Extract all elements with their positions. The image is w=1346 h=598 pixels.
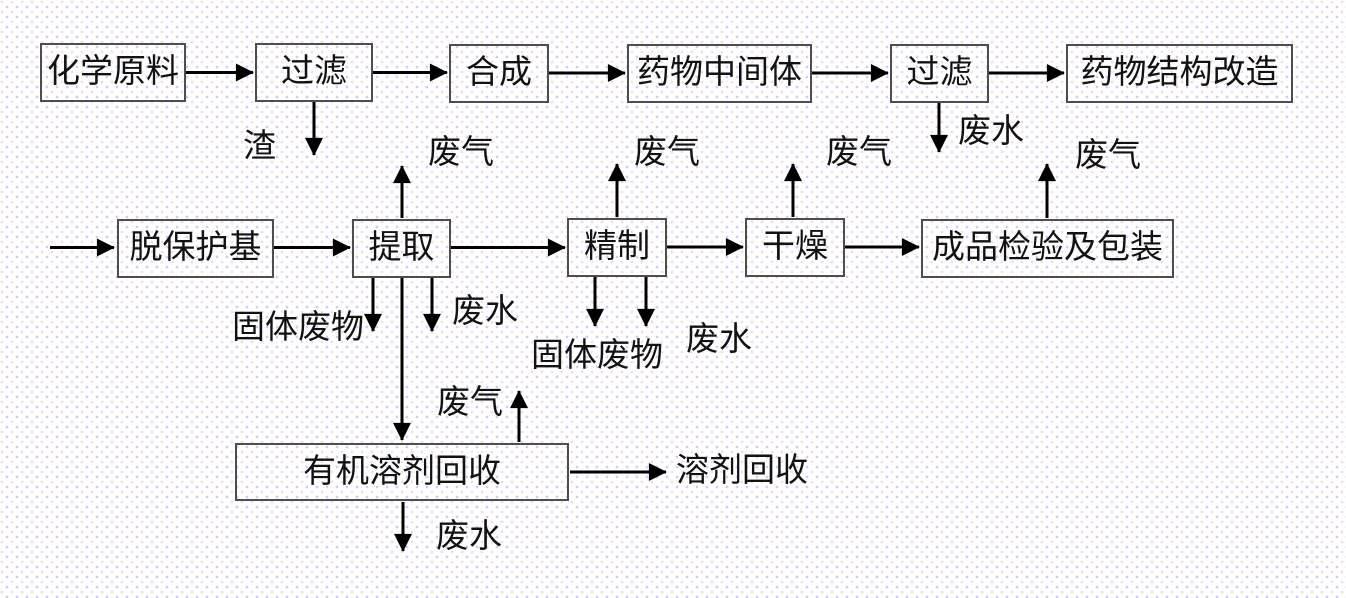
label-wastegas-packaging: 废气 — [1075, 138, 1141, 174]
label-wastewater-filtration2: 废水 — [958, 114, 1024, 150]
label-wastegas-refining: 废气 — [634, 135, 700, 171]
node-synthesis: 合成 — [449, 44, 549, 103]
label-solidwaste-extraction: 固体废物 — [232, 310, 364, 346]
node-refining: 精制 — [567, 218, 667, 277]
label-wastewater-refining: 废水 — [686, 322, 752, 358]
node-chemical-raw-material: 化学原料 — [40, 43, 186, 102]
label-wastewater-extraction: 废水 — [452, 294, 518, 330]
node-deprotection: 脱保护基 — [117, 219, 274, 278]
node-organic-solvent-recovery: 有机溶剂回收 — [235, 443, 569, 501]
label-wastegas-drying: 废气 — [826, 135, 892, 171]
label-solvent-recovery-output: 溶剂回收 — [676, 453, 808, 489]
label-solidwaste-refining: 固体废物 — [531, 338, 663, 374]
label-wastegas-solvent-recovery: 废气 — [437, 385, 503, 421]
label-residue: 渣 — [243, 129, 276, 165]
node-product-inspection-packaging: 成品检验及包装 — [921, 219, 1174, 278]
node-filtration-2: 过滤 — [890, 44, 989, 103]
node-filtration-1: 过滤 — [255, 43, 373, 102]
node-drying: 干燥 — [745, 218, 845, 277]
node-extraction: 提取 — [352, 219, 451, 278]
node-drug-intermediate: 药物中间体 — [627, 44, 812, 103]
node-drug-structure-modification: 药物结构改造 — [1066, 44, 1293, 103]
label-wastegas-extraction: 废气 — [428, 135, 494, 171]
label-wastewater-solvent-recovery: 废水 — [436, 519, 502, 555]
